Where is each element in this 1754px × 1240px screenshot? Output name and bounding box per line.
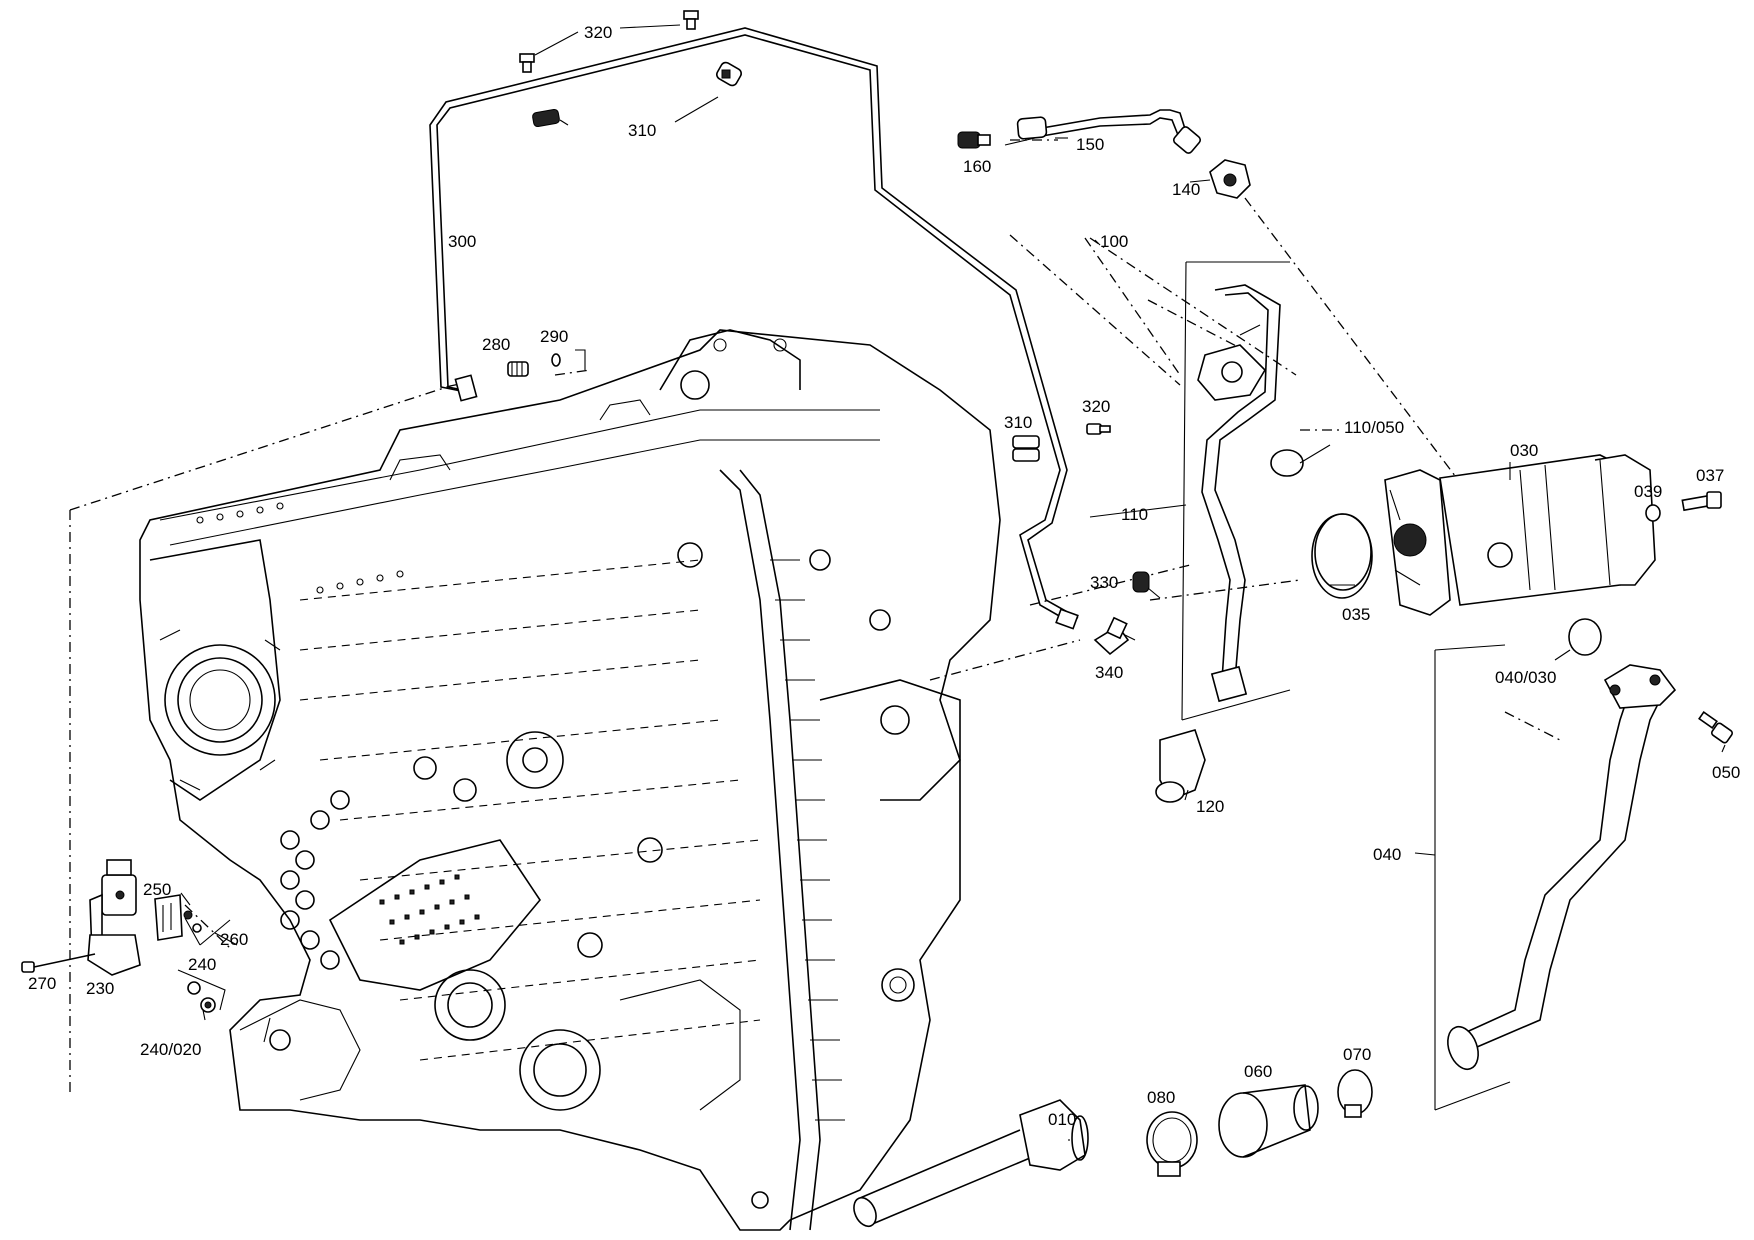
callout-240-020: 240/020 bbox=[140, 1040, 201, 1059]
suction-pipe-110 bbox=[1181, 261, 1291, 721]
plug-330 bbox=[1132, 571, 1150, 593]
fitting-280 bbox=[507, 361, 529, 377]
callout-110-050: 110/050 bbox=[1344, 418, 1404, 437]
callout-260: 260 bbox=[220, 930, 248, 949]
seal-035 bbox=[1314, 513, 1372, 591]
screw-037 bbox=[1681, 491, 1722, 512]
elbow-340 bbox=[1093, 616, 1130, 656]
callout-320-mid: 320 bbox=[1082, 397, 1110, 416]
callout-160: 160 bbox=[963, 157, 991, 176]
callout-120: 120 bbox=[1196, 797, 1224, 816]
callout-340: 340 bbox=[1095, 663, 1123, 682]
screw-320-left bbox=[519, 53, 535, 73]
callout-037: 037 bbox=[1696, 466, 1724, 485]
hose-clamp-080 bbox=[1146, 1111, 1198, 1177]
fitting-160 bbox=[957, 131, 991, 149]
callout-290: 290 bbox=[540, 327, 568, 346]
callout-030: 030 bbox=[1510, 441, 1538, 460]
bolt-270 bbox=[21, 953, 96, 973]
leader-lines bbox=[180, 24, 1726, 1141]
assembly-center-lines bbox=[69, 139, 1561, 1095]
washer-039 bbox=[1645, 504, 1661, 522]
fitting-310-mid bbox=[1012, 435, 1040, 462]
callout-270: 270 bbox=[28, 974, 56, 993]
seal-290 bbox=[551, 349, 586, 370]
pipe-010 bbox=[853, 1099, 1089, 1228]
callout-050: 050 bbox=[1712, 763, 1740, 782]
pump-030 bbox=[1311, 454, 1656, 616]
flange-140 bbox=[1209, 159, 1251, 199]
fitting-310-left bbox=[532, 108, 560, 128]
callout-280: 280 bbox=[482, 335, 510, 354]
callout-070: 070 bbox=[1343, 1045, 1371, 1064]
bracket-240 bbox=[177, 969, 226, 1013]
callout-230: 230 bbox=[86, 979, 114, 998]
callout-310-mid: 310 bbox=[1004, 413, 1032, 432]
callout-040-030: 040/030 bbox=[1495, 668, 1556, 687]
hose-150 bbox=[1016, 109, 1202, 154]
callout-035: 035 bbox=[1342, 605, 1370, 624]
hose-clamp-070 bbox=[1337, 1069, 1373, 1118]
fitting-310-right bbox=[716, 61, 742, 87]
callout-140: 140 bbox=[1172, 180, 1200, 199]
callout-300: 300 bbox=[448, 232, 476, 251]
callout-310-top: 310 bbox=[628, 121, 656, 140]
seal-260 bbox=[183, 910, 231, 946]
callout-150: 150 bbox=[1076, 135, 1104, 154]
hose-clip-120 bbox=[1155, 729, 1206, 803]
pipe-040 bbox=[1434, 644, 1677, 1111]
callout-040: 040 bbox=[1373, 845, 1401, 864]
callout-039: 039 bbox=[1634, 482, 1662, 501]
screw-320-mid bbox=[1086, 423, 1111, 435]
oring-040-030 bbox=[1568, 618, 1602, 656]
callout-110: 110 bbox=[1121, 505, 1148, 524]
callout-330: 330 bbox=[1090, 573, 1118, 592]
screw-320-right bbox=[683, 10, 699, 30]
callout-320-top: 320 bbox=[584, 23, 612, 42]
part-callout-labels: 320 310 300 280 290 160 150 140 100 320 … bbox=[28, 23, 1740, 1129]
pipe-300 bbox=[429, 27, 1079, 630]
oring-110-050 bbox=[1270, 449, 1304, 477]
callout-250: 250 bbox=[143, 880, 171, 899]
solenoid-valve-230 bbox=[87, 859, 141, 976]
screw-050 bbox=[1698, 711, 1734, 744]
hose-060 bbox=[1218, 1084, 1319, 1158]
callout-240: 240 bbox=[188, 955, 216, 974]
gasket-250 bbox=[154, 894, 183, 941]
fittings-top bbox=[507, 10, 1150, 656]
callout-080: 080 bbox=[1147, 1088, 1175, 1107]
callout-010: 010 bbox=[1048, 1110, 1076, 1129]
callout-060: 060 bbox=[1244, 1062, 1272, 1081]
callout-100: 100 bbox=[1100, 232, 1128, 251]
transmission-housing bbox=[139, 329, 1001, 1231]
